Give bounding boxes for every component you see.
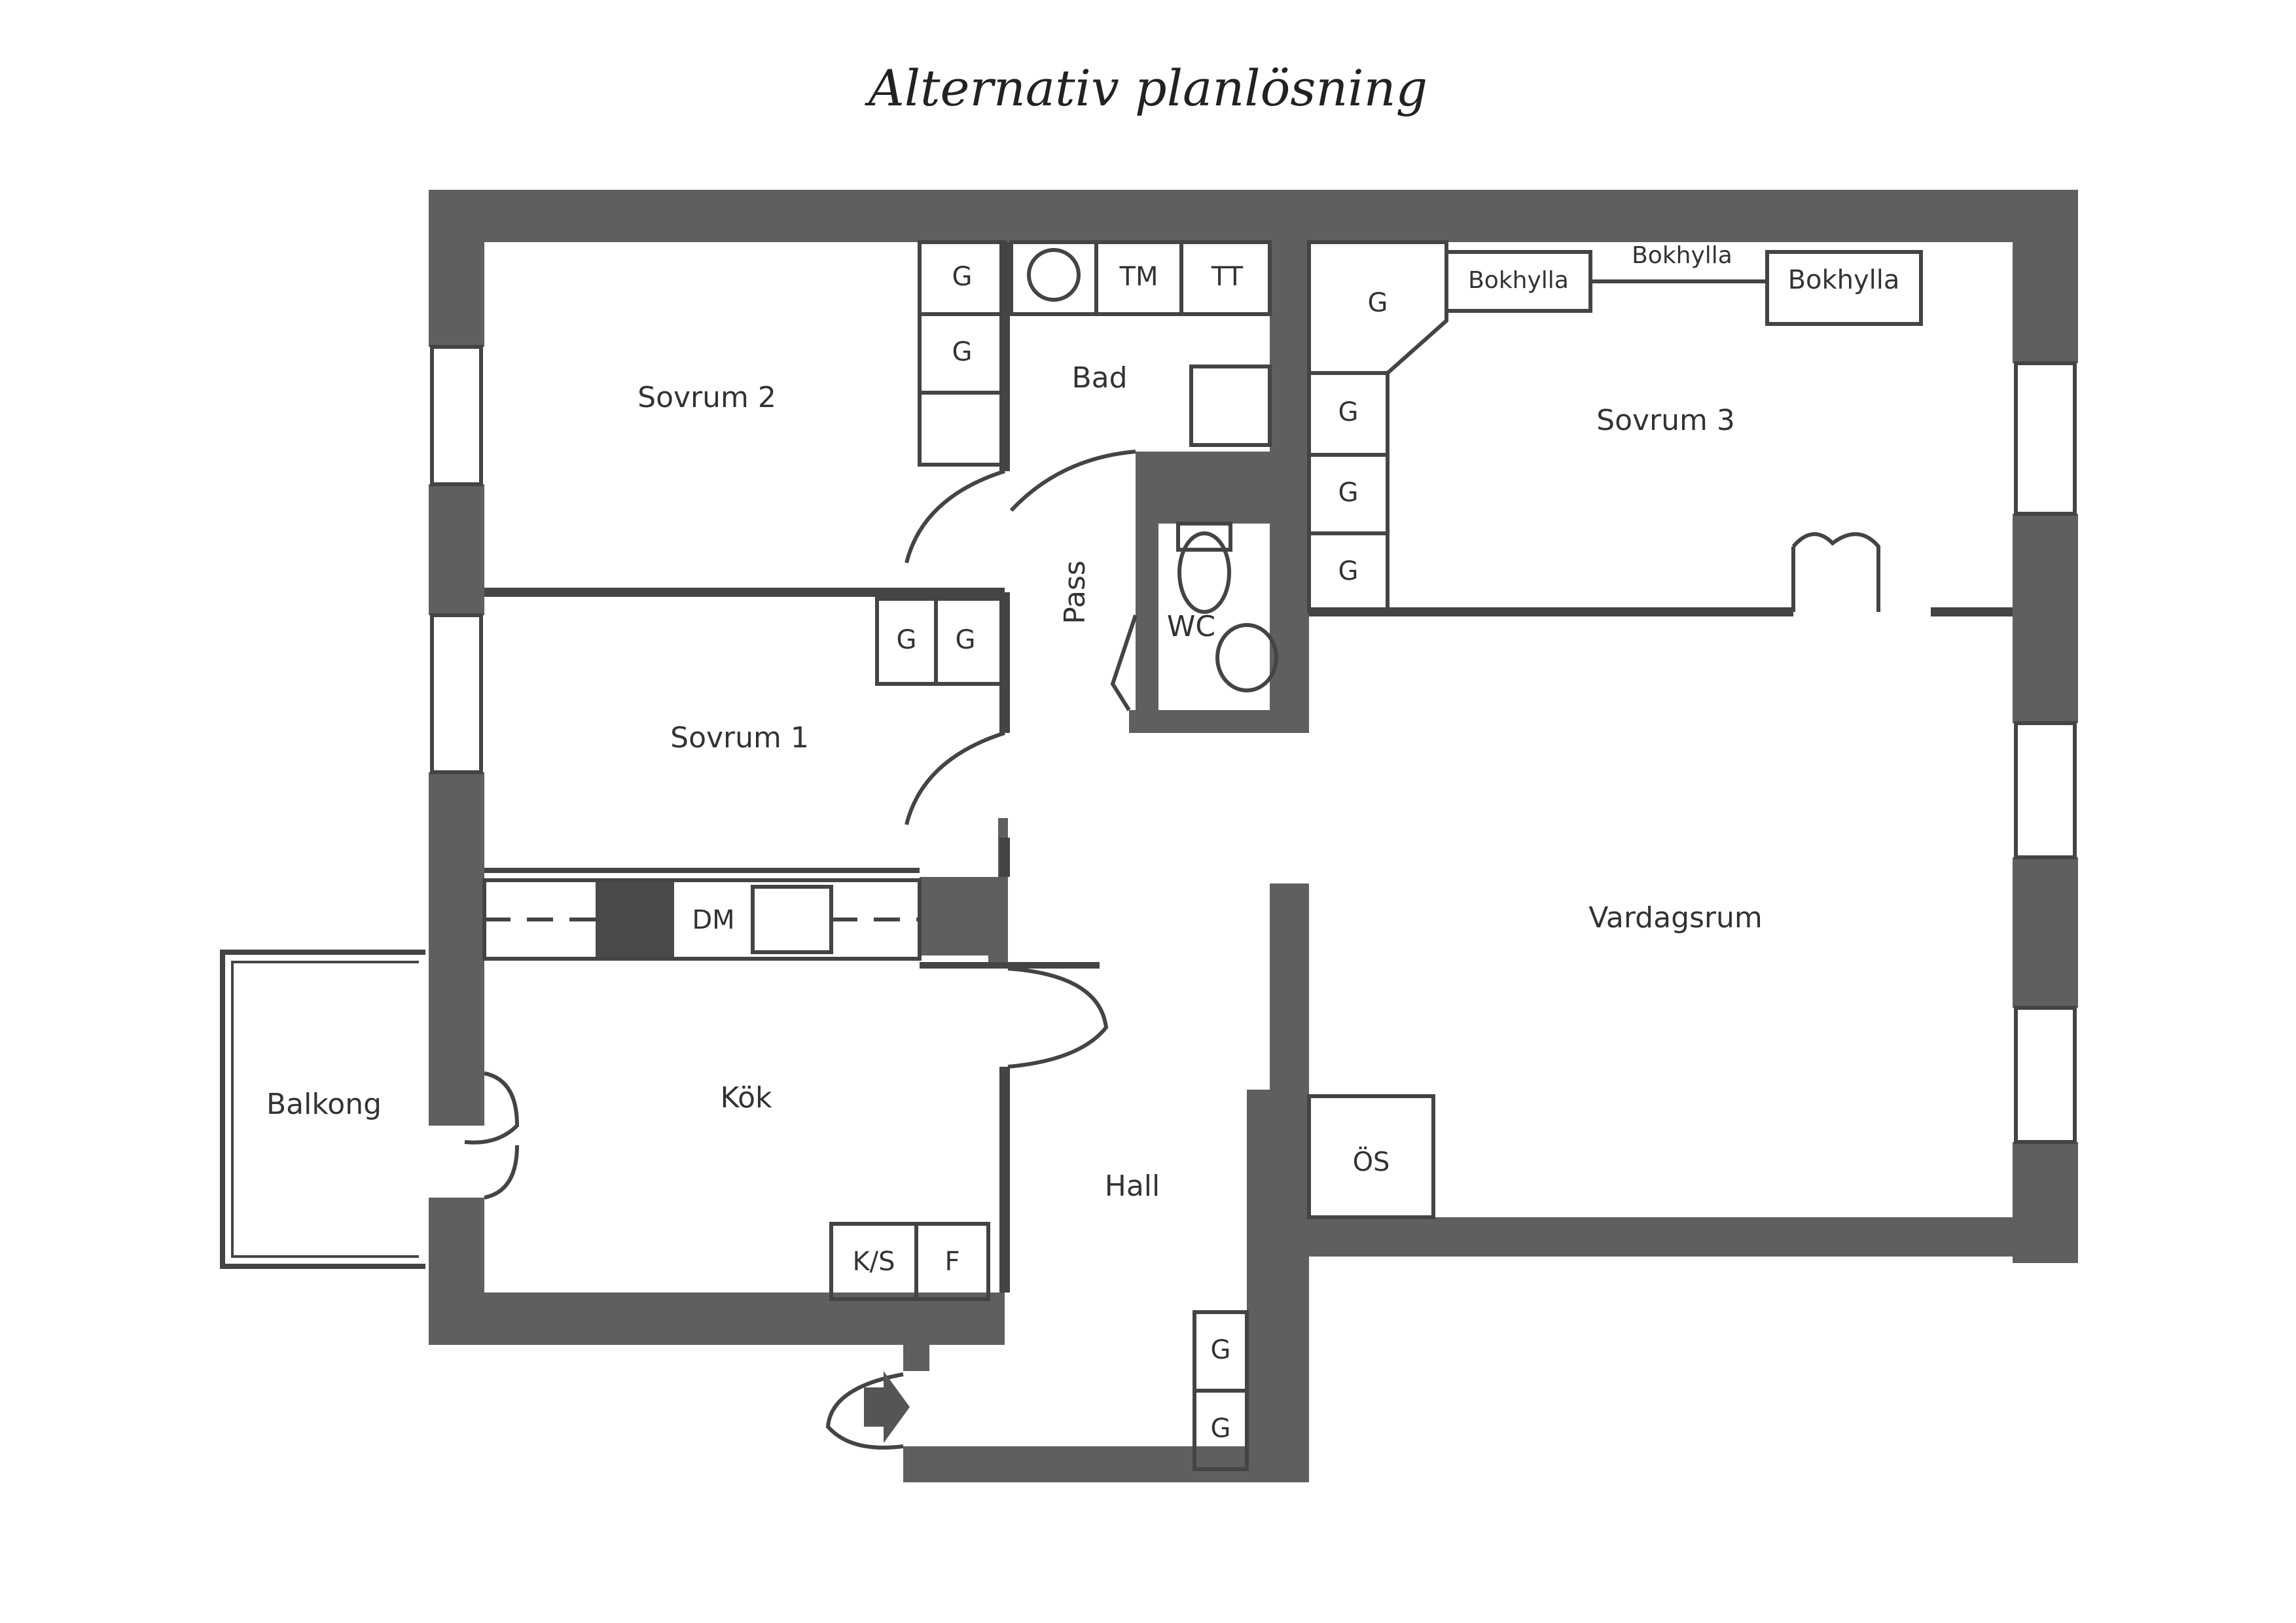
fixture-label-dm: DM <box>692 905 734 935</box>
fixture-label-ks: K/S <box>852 1247 895 1277</box>
room-label-pass: Pass <box>1058 560 1092 624</box>
entrance-arrow-icon <box>864 1371 910 1443</box>
wardrobe-label: G <box>897 625 917 655</box>
room-label-sovrum3: Sovrum 3 <box>1596 404 1735 437</box>
wardrobe-label: G <box>1338 397 1359 427</box>
walls <box>429 190 2078 1482</box>
wardrobe-label: G <box>952 262 973 292</box>
room-label-bad: Bad <box>1071 361 1127 395</box>
wardrobe-label: G <box>1211 1414 1231 1444</box>
wardrobe-label: G <box>1338 556 1359 586</box>
fixture-label-tm: TM <box>1119 262 1158 292</box>
room-label-kok: Kök <box>720 1081 772 1115</box>
wardrobe-label: G <box>956 625 976 655</box>
bookshelf-label: Bokhylla <box>1632 242 1732 269</box>
room-label-sovrum1: Sovrum 1 <box>670 721 809 755</box>
wardrobe-label: G <box>1338 478 1359 508</box>
room-label-wc: WC <box>1167 610 1215 643</box>
wardrobe-label: G <box>952 337 973 367</box>
plan-title: Alternativ planlösning <box>868 59 1428 117</box>
wardrobe-label: G <box>1368 288 1388 318</box>
room-label-sovrum2: Sovrum 2 <box>637 381 776 414</box>
bookshelf-label: Bokhylla <box>1468 267 1569 294</box>
fixture-label-f: F <box>944 1247 960 1277</box>
interior-lines <box>220 240 2077 1471</box>
fixture-label-tt: TT <box>1211 262 1244 292</box>
room-label-hall: Hall <box>1105 1169 1160 1203</box>
room-label-vardagsrum: Vardagsrum <box>1588 901 1763 935</box>
wardrobe-label: G <box>1211 1335 1231 1365</box>
fixture-label-os: ÖS <box>1353 1146 1390 1177</box>
room-label-balkong: Balkong <box>266 1088 382 1121</box>
bookshelf-label: Bokhylla <box>1788 265 1900 295</box>
